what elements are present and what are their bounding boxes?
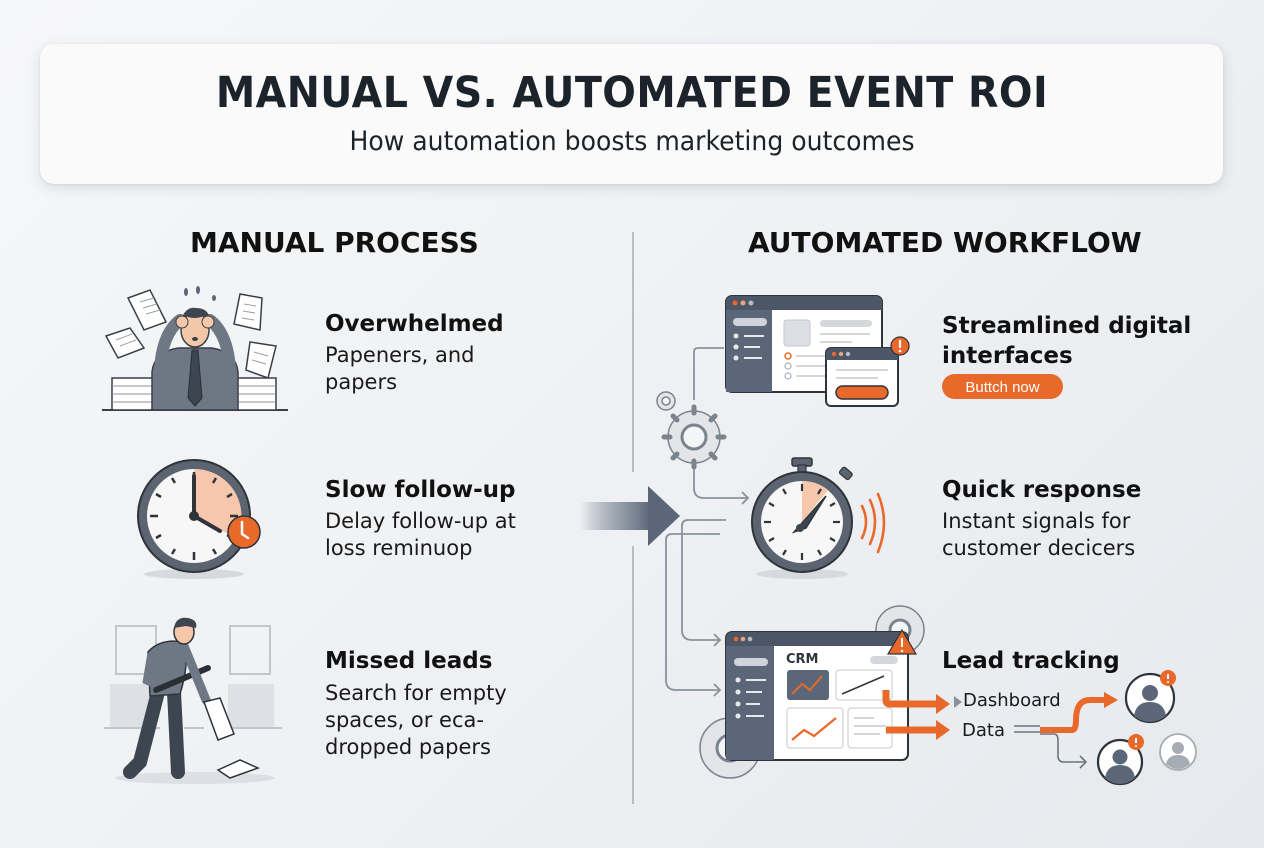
column-divider-top <box>632 232 634 472</box>
manual-process-heading: MANUAL PROCESS <box>190 226 479 259</box>
item-title-missed-leads: Missed leads <box>325 648 493 674</box>
lead-avatars <box>1096 670 1197 786</box>
item-desc-slow-follow-up: Delay follow-up at loss reminuop <box>325 509 516 560</box>
stopwatch-icon <box>751 457 886 579</box>
avatar-lead-3 <box>1159 733 1197 771</box>
item-title-lead-tracking: Lead tracking <box>942 648 1120 674</box>
item-title-slow-follow-up: Slow follow-up <box>325 477 516 503</box>
page-subtitle: How automation boosts marketing outcomes <box>349 126 915 157</box>
stressed-person-with-papers-icon <box>102 286 288 411</box>
cta-button[interactable]: Buttch now <box>942 374 1063 399</box>
browser-window-icon <box>725 295 910 407</box>
lead-flow-connectors <box>1014 692 1118 769</box>
item-title-quick-response: Quick response <box>942 477 1142 503</box>
crm-label: CRM <box>786 652 819 667</box>
column-divider-bottom <box>632 546 634 804</box>
flow-label-dashboard: Dashboard <box>963 690 1061 711</box>
item-desc-quick-response: Instant signals for customer decicers <box>942 509 1136 560</box>
item-title-streamlined-1: Streamlined digital interfaces <box>942 311 1192 371</box>
clock-delay-icon <box>137 459 261 579</box>
avatar-lead-1 <box>1124 670 1176 724</box>
item-desc-missed-leads: Search for empty spaces, or eca-dropped … <box>325 681 507 759</box>
avatar-lead-2 <box>1096 734 1144 786</box>
crm-dashboard-icon <box>699 605 962 779</box>
header-card <box>40 44 1223 184</box>
item-desc-overwhelmed: Papeners, and papers <box>325 343 475 394</box>
automated-workflow-heading: AUTOMATED WORKFLOW <box>748 226 1142 259</box>
person-dropping-papers-icon <box>104 617 282 784</box>
workflow-connectors <box>665 347 750 697</box>
page-title: MANUAL VS. AUTOMATED EVENT ROI <box>215 68 1049 118</box>
item-title-streamlined: Streamlined digital interfaces <box>942 313 1192 369</box>
gear-icon <box>656 391 727 470</box>
item-title-overwhelmed: Overwhelmed <box>325 311 504 337</box>
transition-arrow-icon <box>580 486 680 546</box>
flow-label-data: Data <box>962 720 1005 741</box>
